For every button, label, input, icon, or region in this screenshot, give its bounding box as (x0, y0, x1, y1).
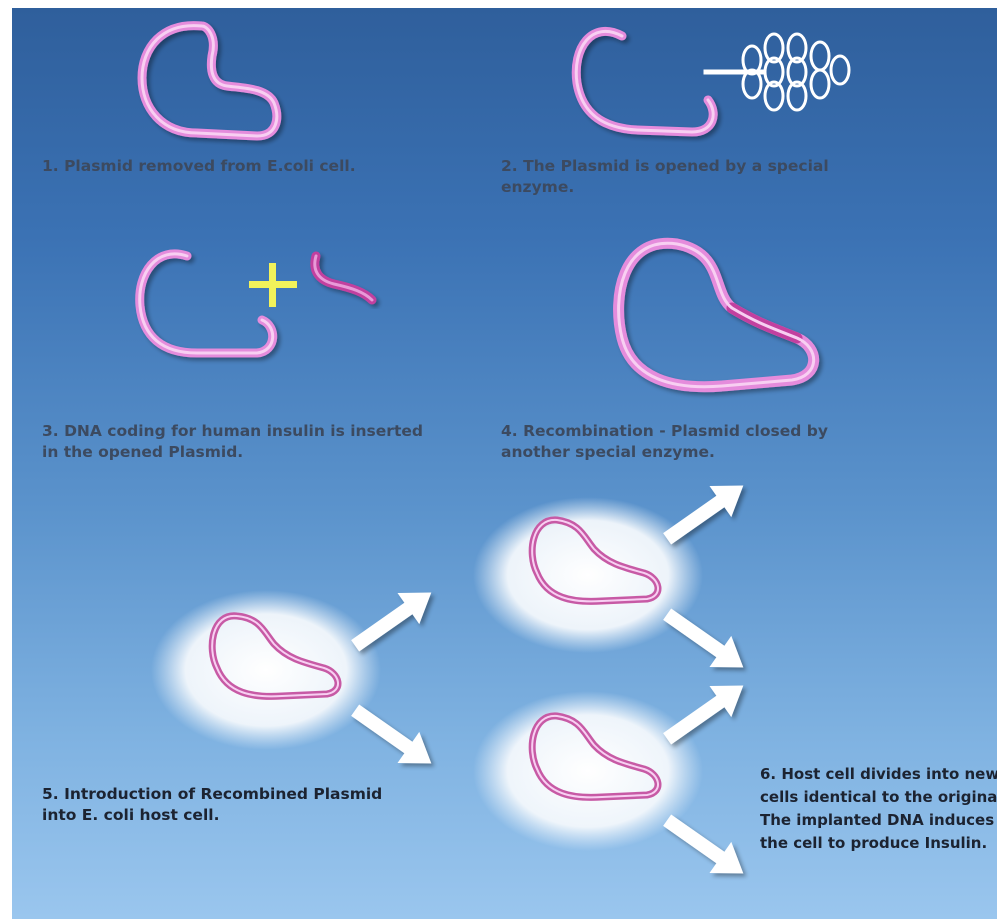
plus-sign-icon (249, 263, 297, 307)
arrow-icon (656, 599, 754, 683)
insulin-dna-fragment (315, 256, 372, 300)
caption-step-2: 2. The Plasmid is opened by a special en… (501, 156, 861, 198)
enzyme-icon (704, 34, 849, 110)
caption-step-5: 5. Introduction of Recombined Plasmid in… (42, 784, 402, 826)
plasmid-step1 (142, 26, 277, 136)
daughter-cell-top (473, 497, 703, 653)
arrow-icon (656, 805, 754, 889)
caption-step-6: 6. Host cell divides into new cells iden… (760, 763, 997, 855)
arrow-icon (344, 695, 442, 779)
caption-step-3: 3. DNA coding for human insulin is inser… (42, 421, 432, 463)
host-cell-step5 (151, 590, 381, 750)
arrow-icon (656, 670, 754, 754)
arrow-icon (656, 470, 754, 554)
plasmid-step2 (576, 31, 713, 132)
arrow-icon (344, 577, 442, 661)
plasmid-step3 (140, 254, 273, 353)
caption-step-1: 1. Plasmid removed from E.coli cell. (42, 156, 402, 177)
diagram-background: 1. Plasmid removed from E.coli cell. 2. … (12, 8, 997, 919)
caption-step-4: 4. Recombination - Plasmid closed by ano… (501, 421, 881, 463)
plasmid-step4 (619, 243, 814, 386)
